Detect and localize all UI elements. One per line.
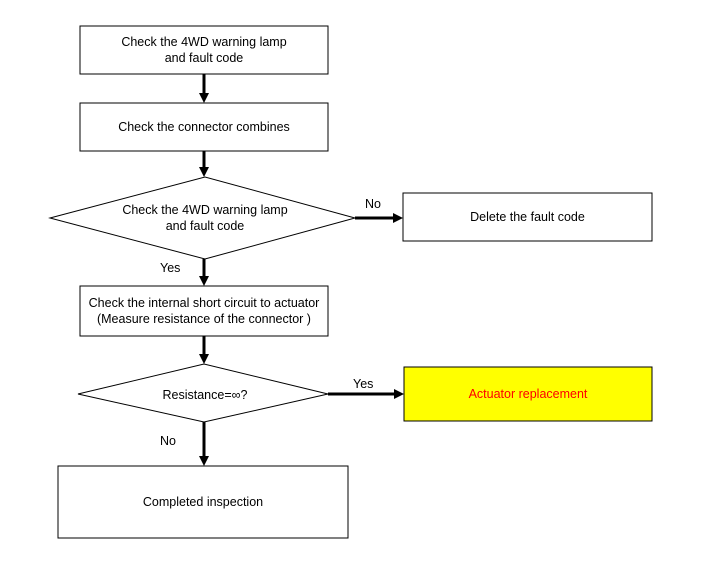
arrow-lamp-to-connector bbox=[199, 74, 209, 103]
node-check-lamp-text: Check the 4WD warning lamp and fault cod… bbox=[121, 35, 287, 65]
node-delete-code-box bbox=[402, 192, 653, 242]
arrow-resistance-to-completed bbox=[199, 422, 209, 466]
decision-lamp-text: Check the 4WD warning lamp and fault cod… bbox=[122, 203, 288, 233]
arrow-decision-to-short bbox=[199, 259, 209, 286]
decision-resistance-text: Resistance=∞? bbox=[162, 388, 248, 402]
node-actuator-replacement-text: Actuator replacement bbox=[468, 387, 588, 401]
node-check-short-text: Check the internal short circuit to actu… bbox=[88, 296, 320, 326]
arrow-short-to-resistance bbox=[199, 336, 209, 364]
node-check-lamp-box bbox=[79, 25, 329, 75]
edge-label-yes-short: Yes bbox=[160, 261, 181, 275]
node-check-connector-text: Check the connector combines bbox=[118, 120, 290, 134]
node-check-connector-box bbox=[79, 102, 329, 152]
node-delete-code-text: Delete the fault code bbox=[470, 210, 585, 224]
node-completed-box bbox=[57, 465, 349, 539]
edge-label-no-completed: No bbox=[160, 434, 176, 448]
arrow-decision-to-delete bbox=[355, 213, 403, 223]
edge-label-no-delete: No bbox=[365, 197, 381, 211]
node-check-short-box bbox=[79, 285, 329, 337]
node-completed-text: Completed inspection bbox=[142, 495, 264, 509]
edge-label-yes-actuator: Yes bbox=[353, 377, 374, 391]
arrow-connector-to-decision bbox=[199, 151, 209, 177]
arrow-resistance-to-actuator bbox=[328, 389, 404, 399]
